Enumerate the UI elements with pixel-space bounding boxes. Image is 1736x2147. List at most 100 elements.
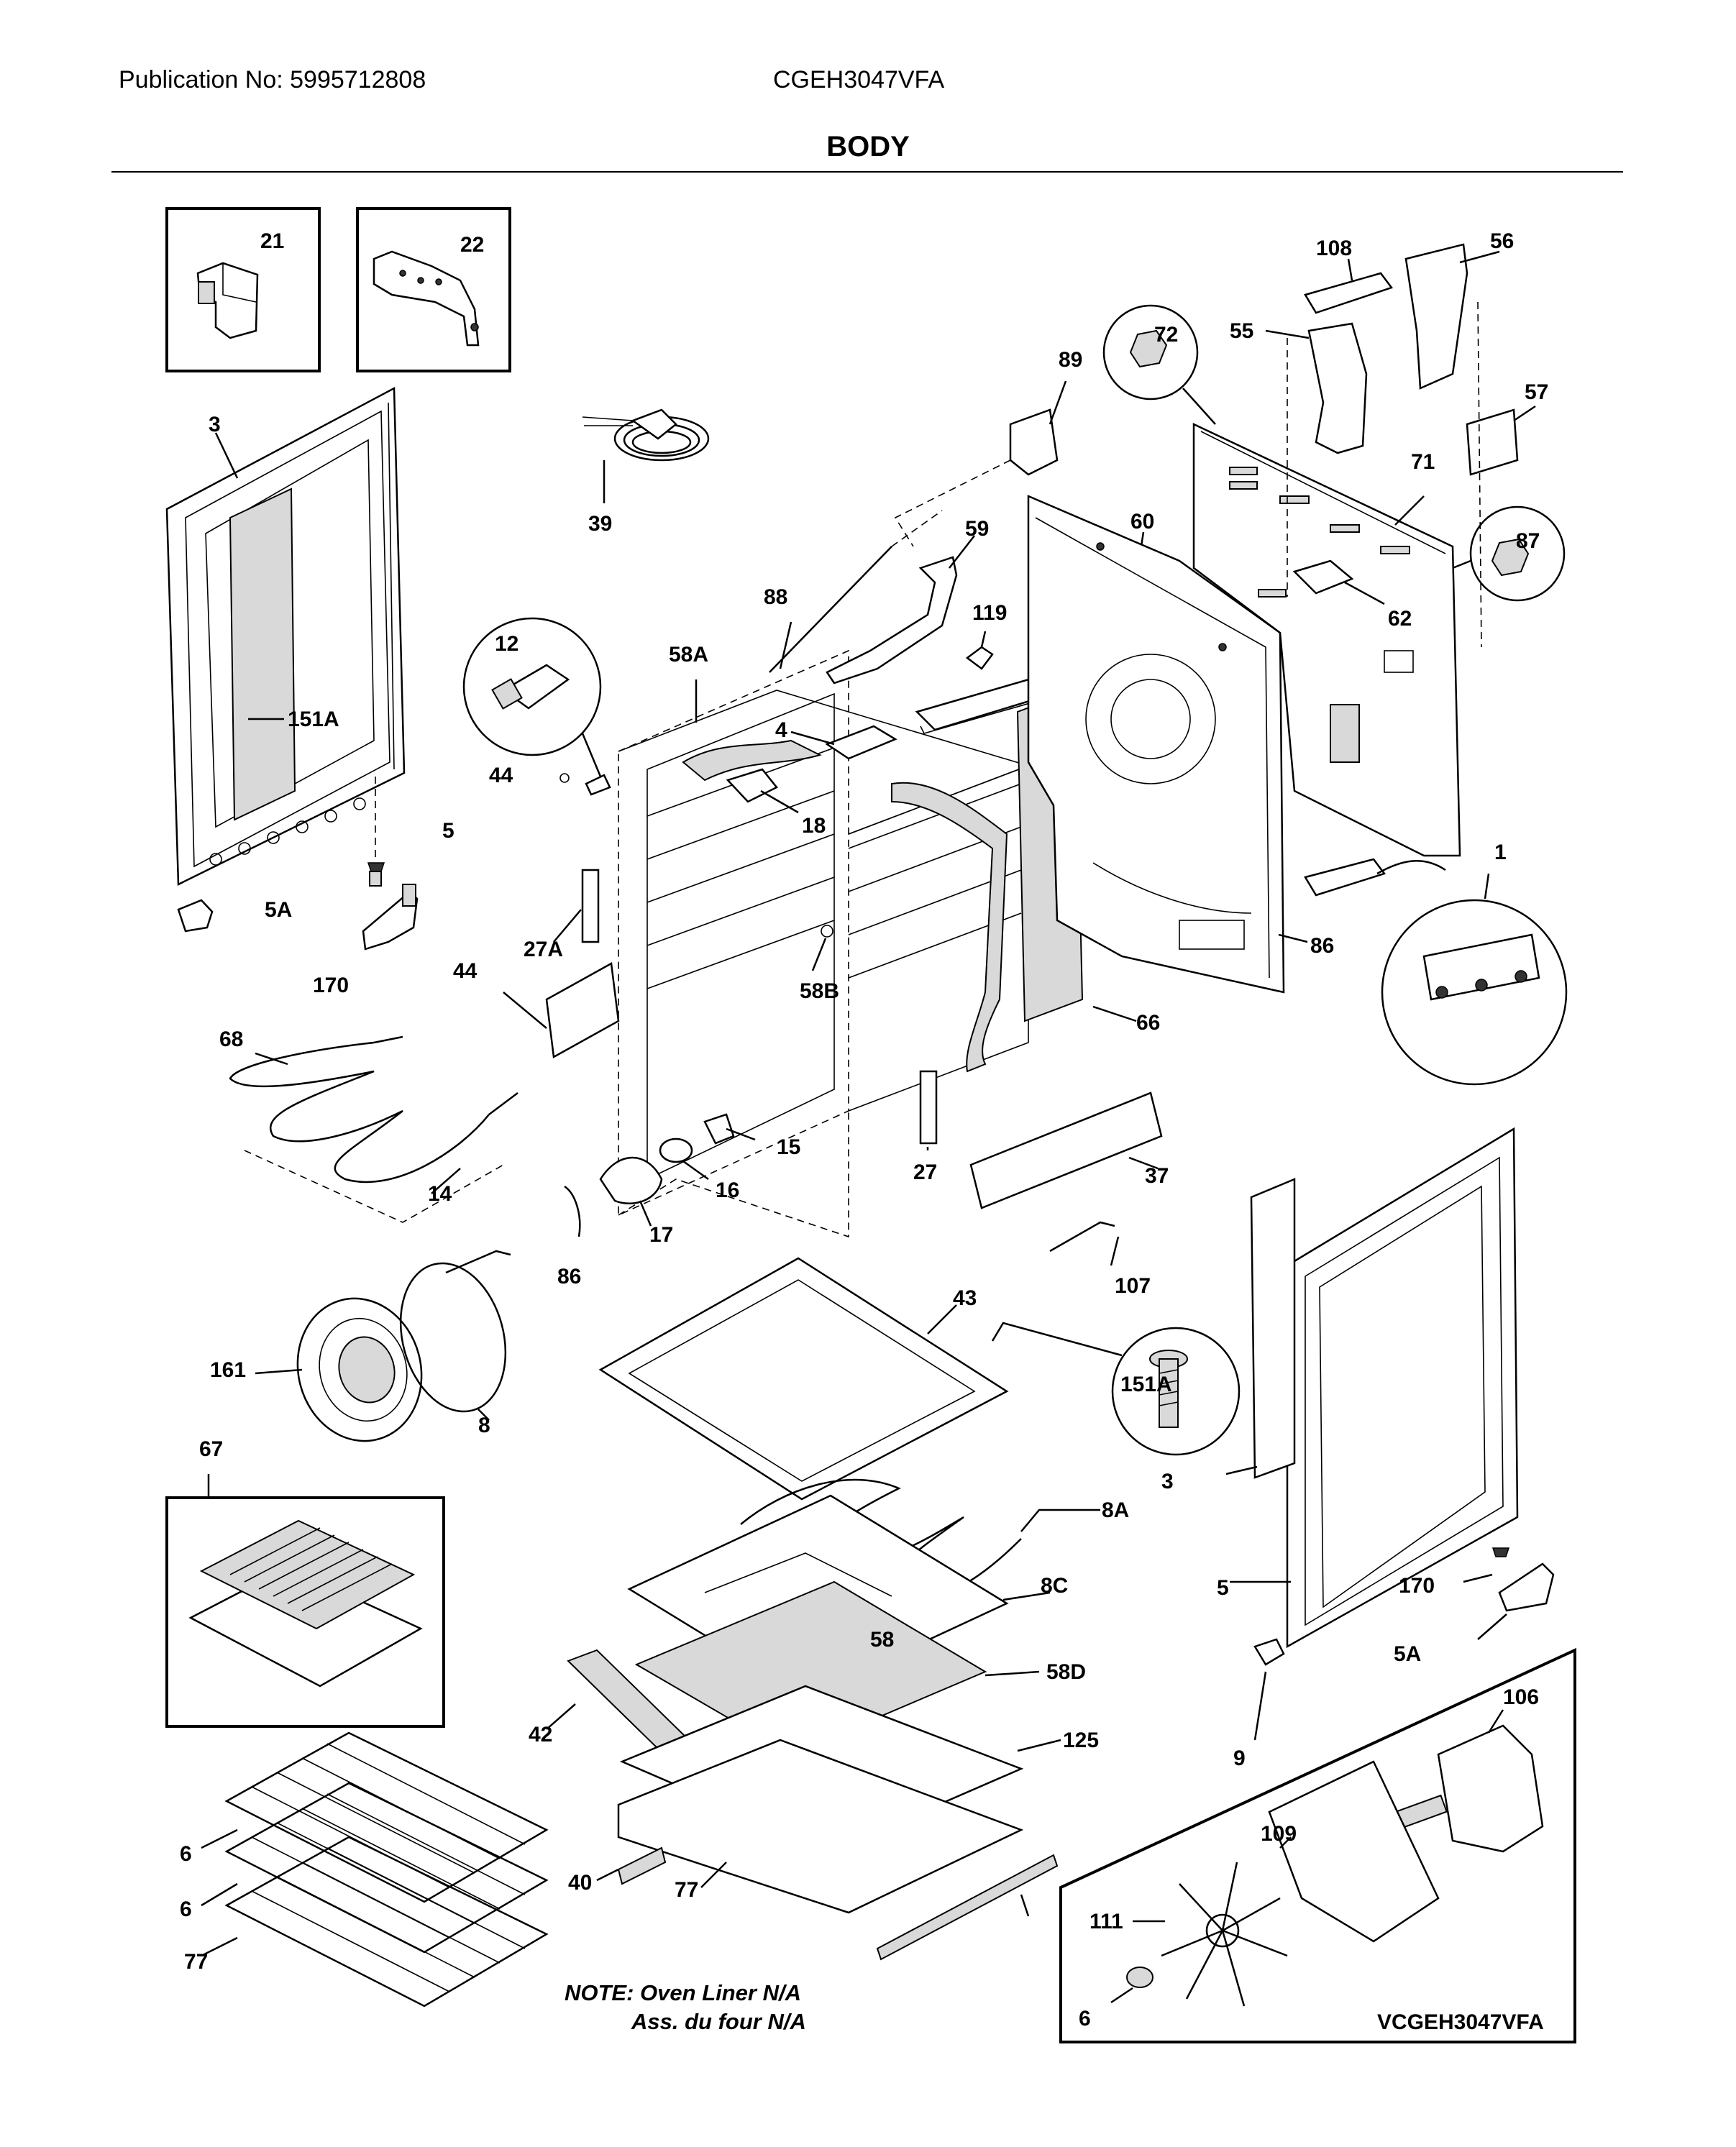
callout-151A-right: 3 bbox=[1161, 1470, 1174, 1493]
part-58A-insulation-top bbox=[682, 739, 822, 782]
part-27-bracket bbox=[969, 1091, 1163, 1209]
callout-15: 16 bbox=[716, 1178, 739, 1202]
part-5A-hinge-receptacle-right bbox=[1253, 1638, 1285, 1666]
callout-6-bottom: 77 bbox=[184, 1950, 208, 1974]
part-5A-hinge-receptacle-left bbox=[177, 899, 214, 933]
callout-5-left: 5 bbox=[442, 819, 454, 843]
part-55-bracket bbox=[1307, 322, 1368, 454]
callout-16: 17 bbox=[649, 1223, 673, 1247]
inset-box-21 bbox=[165, 207, 321, 372]
callout-89: 89 bbox=[1059, 348, 1082, 372]
part-107-fan-cover bbox=[296, 1297, 423, 1442]
part-108-relay bbox=[1304, 272, 1394, 314]
model-number: CGEH3047VFA bbox=[773, 66, 945, 93]
callout-119: 119 bbox=[972, 601, 1007, 625]
detail-circle-43 bbox=[1111, 1327, 1241, 1456]
callout-106: 109 bbox=[1261, 1822, 1297, 1846]
callout-58A: 58A bbox=[669, 643, 708, 667]
callout-56: 56 bbox=[1490, 229, 1514, 253]
header-divider bbox=[111, 171, 1623, 173]
part-3-door-frame-left bbox=[165, 386, 406, 886]
part-1-back-frame bbox=[1027, 495, 1285, 994]
callout-67: 8A bbox=[1102, 1498, 1129, 1522]
callout-108: 108 bbox=[1316, 237, 1352, 260]
callout-107: 161 bbox=[210, 1358, 246, 1382]
callout-14: 15 bbox=[777, 1135, 800, 1159]
callout-87: 62 bbox=[1388, 607, 1412, 631]
note-line-2: Ass. du four N/A bbox=[631, 2009, 806, 2034]
callout-27A: 44 bbox=[453, 959, 478, 983]
callout-111: 6 bbox=[1079, 2007, 1091, 2031]
inset-box-9 bbox=[165, 1496, 445, 1728]
callout-9: 67 bbox=[199, 1437, 223, 1461]
part-9-broiler-pan bbox=[188, 1519, 423, 1688]
callout-6-middle: 6 bbox=[180, 1897, 192, 1921]
part-16-light-lens bbox=[599, 1156, 663, 1204]
callout-66: 68 bbox=[219, 1027, 243, 1051]
part-106-mounting-plate bbox=[1268, 1760, 1440, 1943]
callout-37: 107 bbox=[1115, 1274, 1151, 1298]
callout-21: 21 bbox=[260, 229, 284, 253]
callout-42: 125 bbox=[1063, 1729, 1099, 1752]
detail-circle-62 bbox=[1381, 899, 1568, 1086]
callout-44-right: 58B bbox=[800, 979, 839, 1003]
callout-58D: 42 bbox=[529, 1723, 552, 1747]
callout-151A-left: 151A bbox=[288, 708, 339, 731]
part-21-bracket bbox=[196, 262, 259, 339]
part-5-hinge-screw-left bbox=[367, 862, 385, 887]
part-72-grommet-top bbox=[1129, 329, 1168, 368]
part-170-hinge-right bbox=[1498, 1562, 1555, 1612]
callout-59: 59 bbox=[965, 517, 989, 541]
part-58A-insulation-side bbox=[891, 782, 1008, 1073]
part-89-bracket bbox=[1009, 408, 1059, 476]
callout-6-top: 6 bbox=[180, 1842, 192, 1866]
callout-58B: 66 bbox=[1136, 1011, 1160, 1035]
part-8-oven-bottom bbox=[598, 1257, 1009, 1501]
callout-170-right: 5A bbox=[1394, 1642, 1421, 1666]
section-title: BODY bbox=[826, 131, 910, 162]
callout-1: 86 bbox=[1310, 934, 1334, 958]
callout-86-right: 27 bbox=[913, 1161, 937, 1184]
part-43-screw bbox=[1149, 1350, 1188, 1428]
detail-circle-72-top bbox=[1102, 304, 1199, 400]
callout-17: 86 bbox=[557, 1265, 581, 1288]
callout-88: 88 bbox=[764, 585, 787, 609]
callout-39: 39 bbox=[588, 512, 612, 536]
part-62-terminal-block bbox=[1304, 858, 1386, 897]
detail-circle-72-right bbox=[1469, 505, 1566, 602]
part-111-fan-nut bbox=[1126, 1967, 1153, 1988]
part-77-slide-left bbox=[617, 1846, 667, 1885]
callout-62: 1 bbox=[1494, 841, 1507, 864]
callout-5-right: 170 bbox=[1399, 1574, 1435, 1598]
callout-68: 14 bbox=[428, 1182, 452, 1206]
callout-57: 57 bbox=[1525, 380, 1548, 404]
callout-12: 12 bbox=[495, 632, 518, 656]
callout-125: 106 bbox=[1503, 1685, 1539, 1709]
callout-72-right: 87 bbox=[1516, 529, 1540, 553]
callout-40: 77 bbox=[675, 1878, 698, 1902]
detail-circle-12 bbox=[462, 617, 602, 756]
callout-170-left: 170 bbox=[313, 974, 349, 997]
part-62-terminal-block-detail bbox=[1422, 933, 1540, 1001]
part-71-back-panel bbox=[1192, 423, 1461, 857]
callout-77-left: 40 bbox=[568, 1871, 592, 1895]
note-line-1: NOTE: Oven Liner N/A bbox=[565, 1980, 801, 2005]
part-6-oven-racks bbox=[224, 1731, 549, 2008]
part-170-hinge-left bbox=[362, 884, 419, 951]
part-4-vent-plate bbox=[825, 725, 897, 760]
part-12-oven-sensor bbox=[491, 664, 570, 710]
callout-22: 22 bbox=[460, 233, 484, 257]
callout-3-left: 3 bbox=[209, 413, 221, 436]
callout-18: 18 bbox=[802, 814, 826, 838]
part-57-cover bbox=[1466, 408, 1519, 476]
part-18-bracket bbox=[726, 768, 778, 803]
callout-8C: 58 bbox=[870, 1628, 894, 1652]
callout-161: 8 bbox=[478, 1414, 490, 1437]
inset-convection-fan bbox=[1059, 1647, 1576, 2043]
part-119-clip bbox=[965, 646, 994, 670]
part-125-fan-motor bbox=[1386, 1724, 1544, 1853]
callout-8A: 8C bbox=[1041, 1574, 1068, 1598]
part-27A-bracket bbox=[545, 962, 620, 1058]
callout-71: 71 bbox=[1411, 450, 1435, 474]
part-22-bracket bbox=[373, 250, 480, 347]
